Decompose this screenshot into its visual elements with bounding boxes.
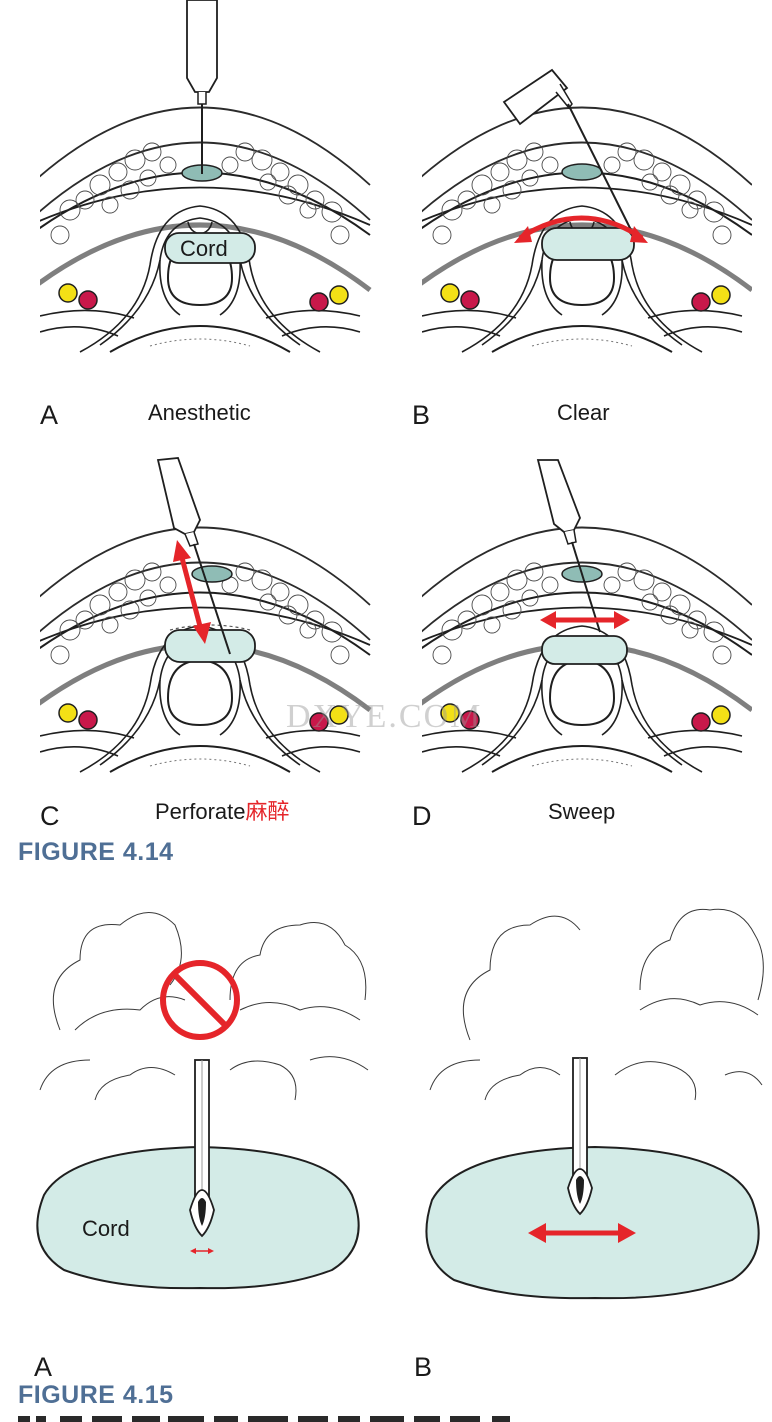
needle [567, 1057, 593, 1216]
cropped-caption-line [0, 1408, 772, 1422]
perforate-arrow [178, 553, 204, 631]
panel-d-letter: D [412, 801, 432, 831]
panel-d-diagram [422, 459, 752, 772]
fig15-cord-label: Cord [82, 1216, 130, 1241]
cord-shape [164, 629, 256, 663]
fig15-panel-a-letter: A [34, 1352, 53, 1382]
panel-c-caption-text: Perforate [155, 799, 246, 824]
cord-shape [541, 635, 628, 665]
sweep-arrow [528, 1223, 636, 1243]
panel-d-caption: Sweep [548, 799, 616, 824]
panel-b-caption: Clear [557, 400, 610, 425]
panel-a-caption: Anesthetic [148, 400, 251, 425]
panel-a-letter: A [40, 400, 59, 430]
cord-shape [425, 1145, 760, 1300]
panel-c-letter: C [40, 801, 60, 831]
anesthetic-wheal [561, 163, 603, 181]
fig15-panel-b-letter: B [414, 1352, 433, 1382]
watermark: DXYE.COM [286, 698, 483, 735]
syringe [186, 0, 218, 174]
anesthetic-wheal [191, 565, 233, 583]
small-sweep-arrow [190, 1248, 214, 1254]
panel-b-diagram [422, 68, 752, 352]
panel-b-letter: B [412, 400, 431, 430]
cord-shape [164, 232, 256, 264]
fig15-panel-b-diagram [425, 908, 764, 1300]
prohibited-icon [160, 960, 240, 1040]
syringe [536, 459, 601, 633]
cord-shape [541, 227, 635, 261]
panel-c-caption-accent: 麻醉 [245, 799, 290, 824]
panel-a-diagram [40, 0, 370, 352]
needle [189, 1059, 215, 1238]
fig15-panel-a-diagram [36, 912, 369, 1290]
cord-label: Cord [180, 236, 228, 261]
syringe [156, 457, 231, 655]
syringe [502, 68, 635, 237]
sweep-arc-arrow [518, 215, 644, 241]
panel-c-diagram [40, 457, 370, 772]
panel-c-caption: Perforate麻醉 [155, 801, 290, 823]
figure-4-15-title: FIGURE 4.15 [18, 1381, 174, 1409]
figure-4-14-title: FIGURE 4.14 [18, 838, 174, 866]
